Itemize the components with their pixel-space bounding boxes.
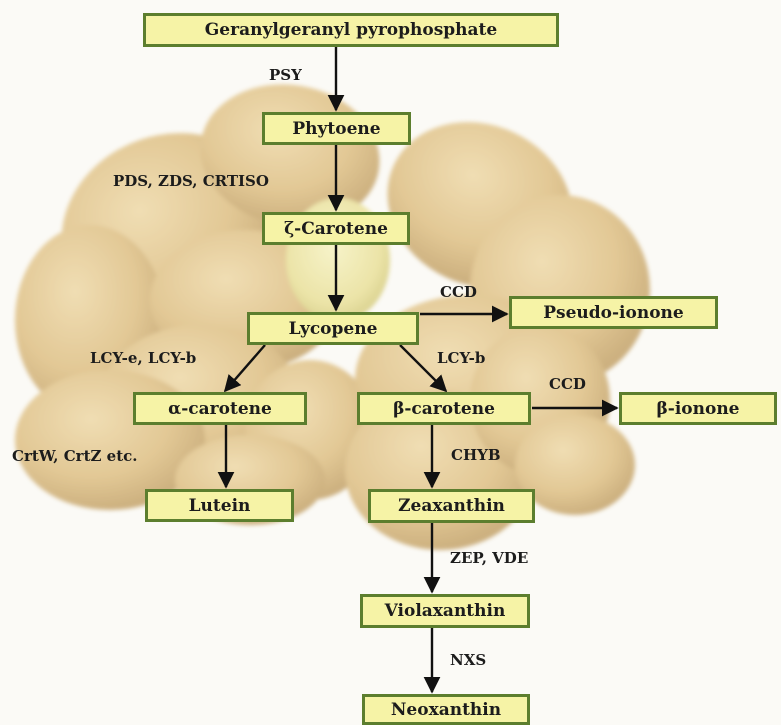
enzyme-label-nxs: NXS <box>450 651 486 669</box>
node-zeta-carotene: ζ-Carotene <box>262 212 410 245</box>
node-lutein: Lutein <box>145 489 294 522</box>
enzyme-label-ccd-pseudo-ionone: CCD <box>440 283 477 301</box>
node-phytoene: Phytoene <box>262 112 411 145</box>
enzyme-label-lcy-e-lcy-b: LCY-e, LCY-b <box>90 349 196 367</box>
enzyme-label-chyb: CHYB <box>451 446 501 464</box>
enzyme-label-zep-vde: ZEP, VDE <box>450 549 528 567</box>
enzyme-label-crtw-crtz: CrtW, CrtZ etc. <box>12 447 138 465</box>
node-alpha-carotene: α-carotene <box>133 392 307 425</box>
arrow-lycopene-to-alpha-carotene <box>225 345 265 391</box>
node-pseudo-ionone: Pseudo-ionone <box>509 296 718 329</box>
node-zeaxanthin: Zeaxanthin <box>368 489 535 523</box>
node-beta-ionone: β-ionone <box>619 392 777 425</box>
node-neoxanthin: Neoxanthin <box>362 694 530 725</box>
enzyme-label-lcy-b: LCY-b <box>437 349 485 367</box>
node-geranylgeranyl-pyrophosphate: Geranylgeranyl pyrophosphate <box>143 13 559 47</box>
node-violaxanthin: Violaxanthin <box>360 594 530 628</box>
enzyme-label-psy: PSY <box>269 66 302 84</box>
enzyme-label-pds-zds-crtiso: PDS, ZDS, CRTISO <box>113 172 269 190</box>
node-lycopene: Lycopene <box>247 312 419 345</box>
enzyme-label-ccd-beta-ionone: CCD <box>549 375 586 393</box>
node-beta-carotene: β-carotene <box>357 392 531 425</box>
